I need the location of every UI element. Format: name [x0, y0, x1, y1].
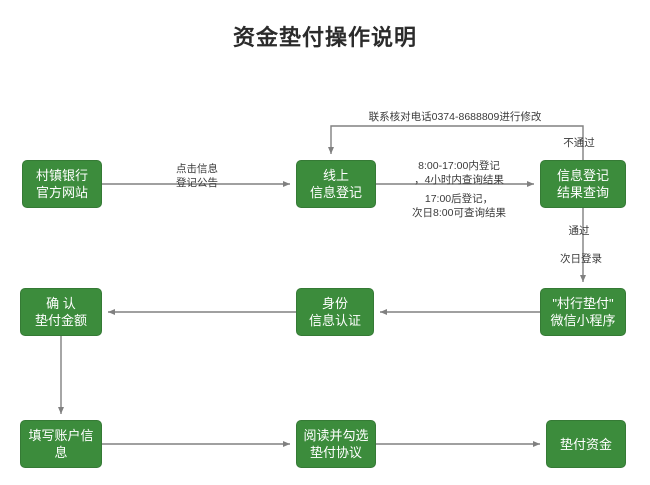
- edge-label-contact-phone-modify: 联系核对电话0374-8688809进行修改: [368, 111, 542, 123]
- node-registration-result-query[interactable]: 信息登记 结果查询: [540, 160, 626, 208]
- edge-label-click-announcement: 点击信息 登记公告: [176, 163, 218, 189]
- node-fill-account-info[interactable]: 填写账户信息: [20, 420, 102, 468]
- node-online-registration[interactable]: 线上 信息登记: [296, 160, 376, 208]
- edge-result-query-to-online-register-feedback: [328, 125, 584, 160]
- edge-label-daytime-window: 8:00-17:00内登记 ，4小时内查询结果: [414, 160, 504, 186]
- node-village-bank-website[interactable]: 村镇银行 官方网站: [22, 160, 102, 208]
- edge-label-not-passed: 不通过: [563, 137, 595, 149]
- edge-label-next-day-login: 次日登录: [560, 253, 602, 265]
- edge-label-passed: 通过: [568, 225, 590, 237]
- page-title: 资金垫付操作说明: [232, 25, 417, 50]
- edge-label-after-hours-window: 17:00后登记， 次日8:00可查询结果: [412, 193, 506, 219]
- node-confirm-amount[interactable]: 确 认 垫付金额: [20, 288, 102, 336]
- node-identity-authentication[interactable]: 身份 信息认证: [296, 288, 374, 336]
- node-disburse-funds[interactable]: 垫付资金: [546, 420, 626, 468]
- node-wechat-miniprogram[interactable]: "村行垫付" 微信小程序: [540, 288, 626, 336]
- node-read-and-accept-agreement[interactable]: 阅读并勾选 垫付协议: [296, 420, 376, 468]
